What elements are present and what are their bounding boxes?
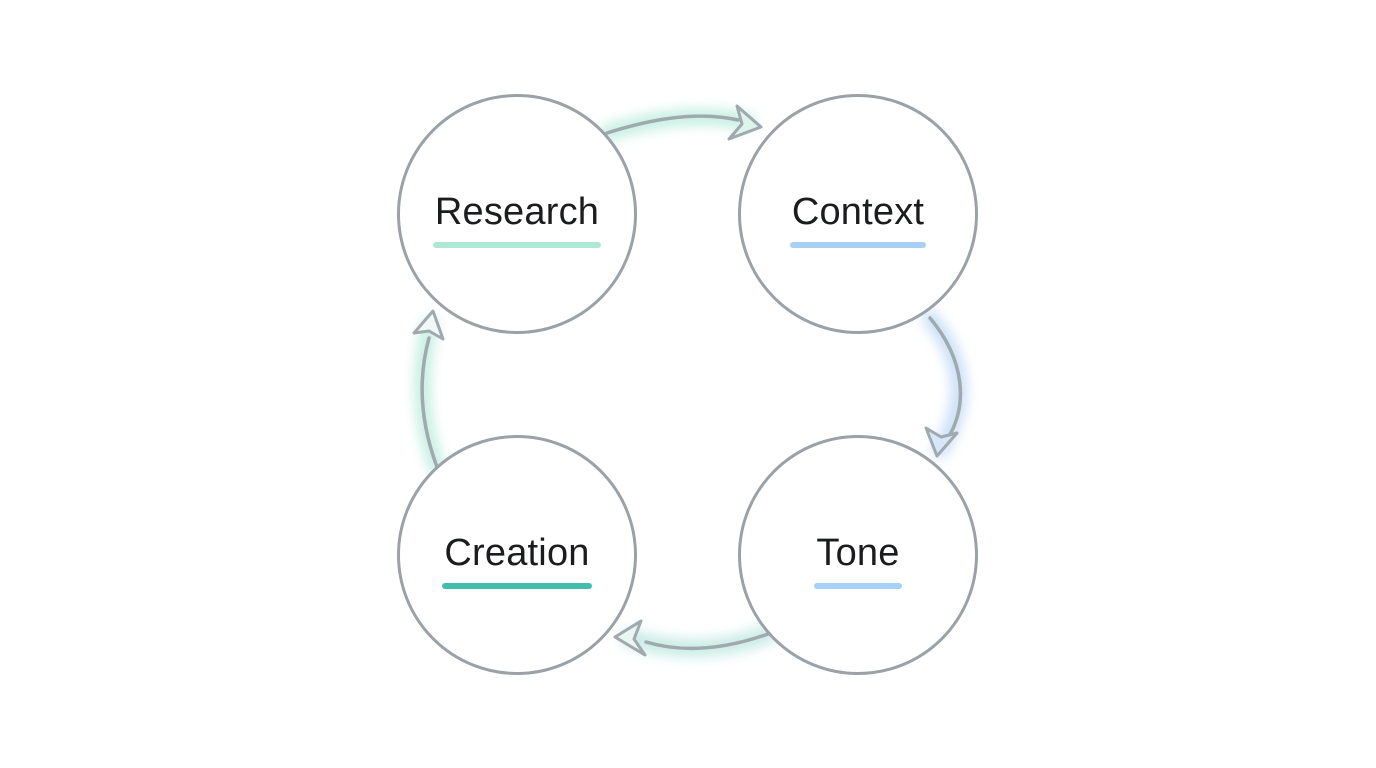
node-tone: Tone (738, 435, 978, 675)
node-tone-label: Tone (816, 532, 900, 575)
node-context-content: Context (789, 191, 927, 248)
node-creation-content: Creation (442, 532, 592, 589)
arrowheads (412, 104, 959, 657)
node-context: Context (738, 94, 978, 334)
node-context-label: Context (791, 191, 925, 234)
node-context-underline (789, 241, 927, 248)
arrow-context-to-tone (928, 316, 963, 440)
node-creation: Creation (397, 435, 637, 675)
arrow-creation-to-research (420, 336, 439, 469)
node-research-underline (432, 241, 602, 248)
node-creation-underline (442, 582, 592, 589)
node-research-content: Research (432, 191, 602, 248)
arrow-shafts (420, 114, 963, 651)
arrow-tone-to-creation (644, 632, 770, 651)
node-research: Research (397, 94, 637, 334)
node-research-label: Research (434, 191, 600, 234)
node-tone-underline (814, 582, 902, 589)
node-creation-label: Creation (444, 532, 590, 575)
arrowhead-to-creation (613, 619, 647, 657)
arrow-research-to-context (605, 114, 740, 135)
arrowhead-to-context (727, 104, 763, 141)
node-tone-content: Tone (814, 532, 902, 589)
arrowhead-to-tone (924, 426, 959, 458)
arrowhead-to-research (412, 309, 445, 341)
